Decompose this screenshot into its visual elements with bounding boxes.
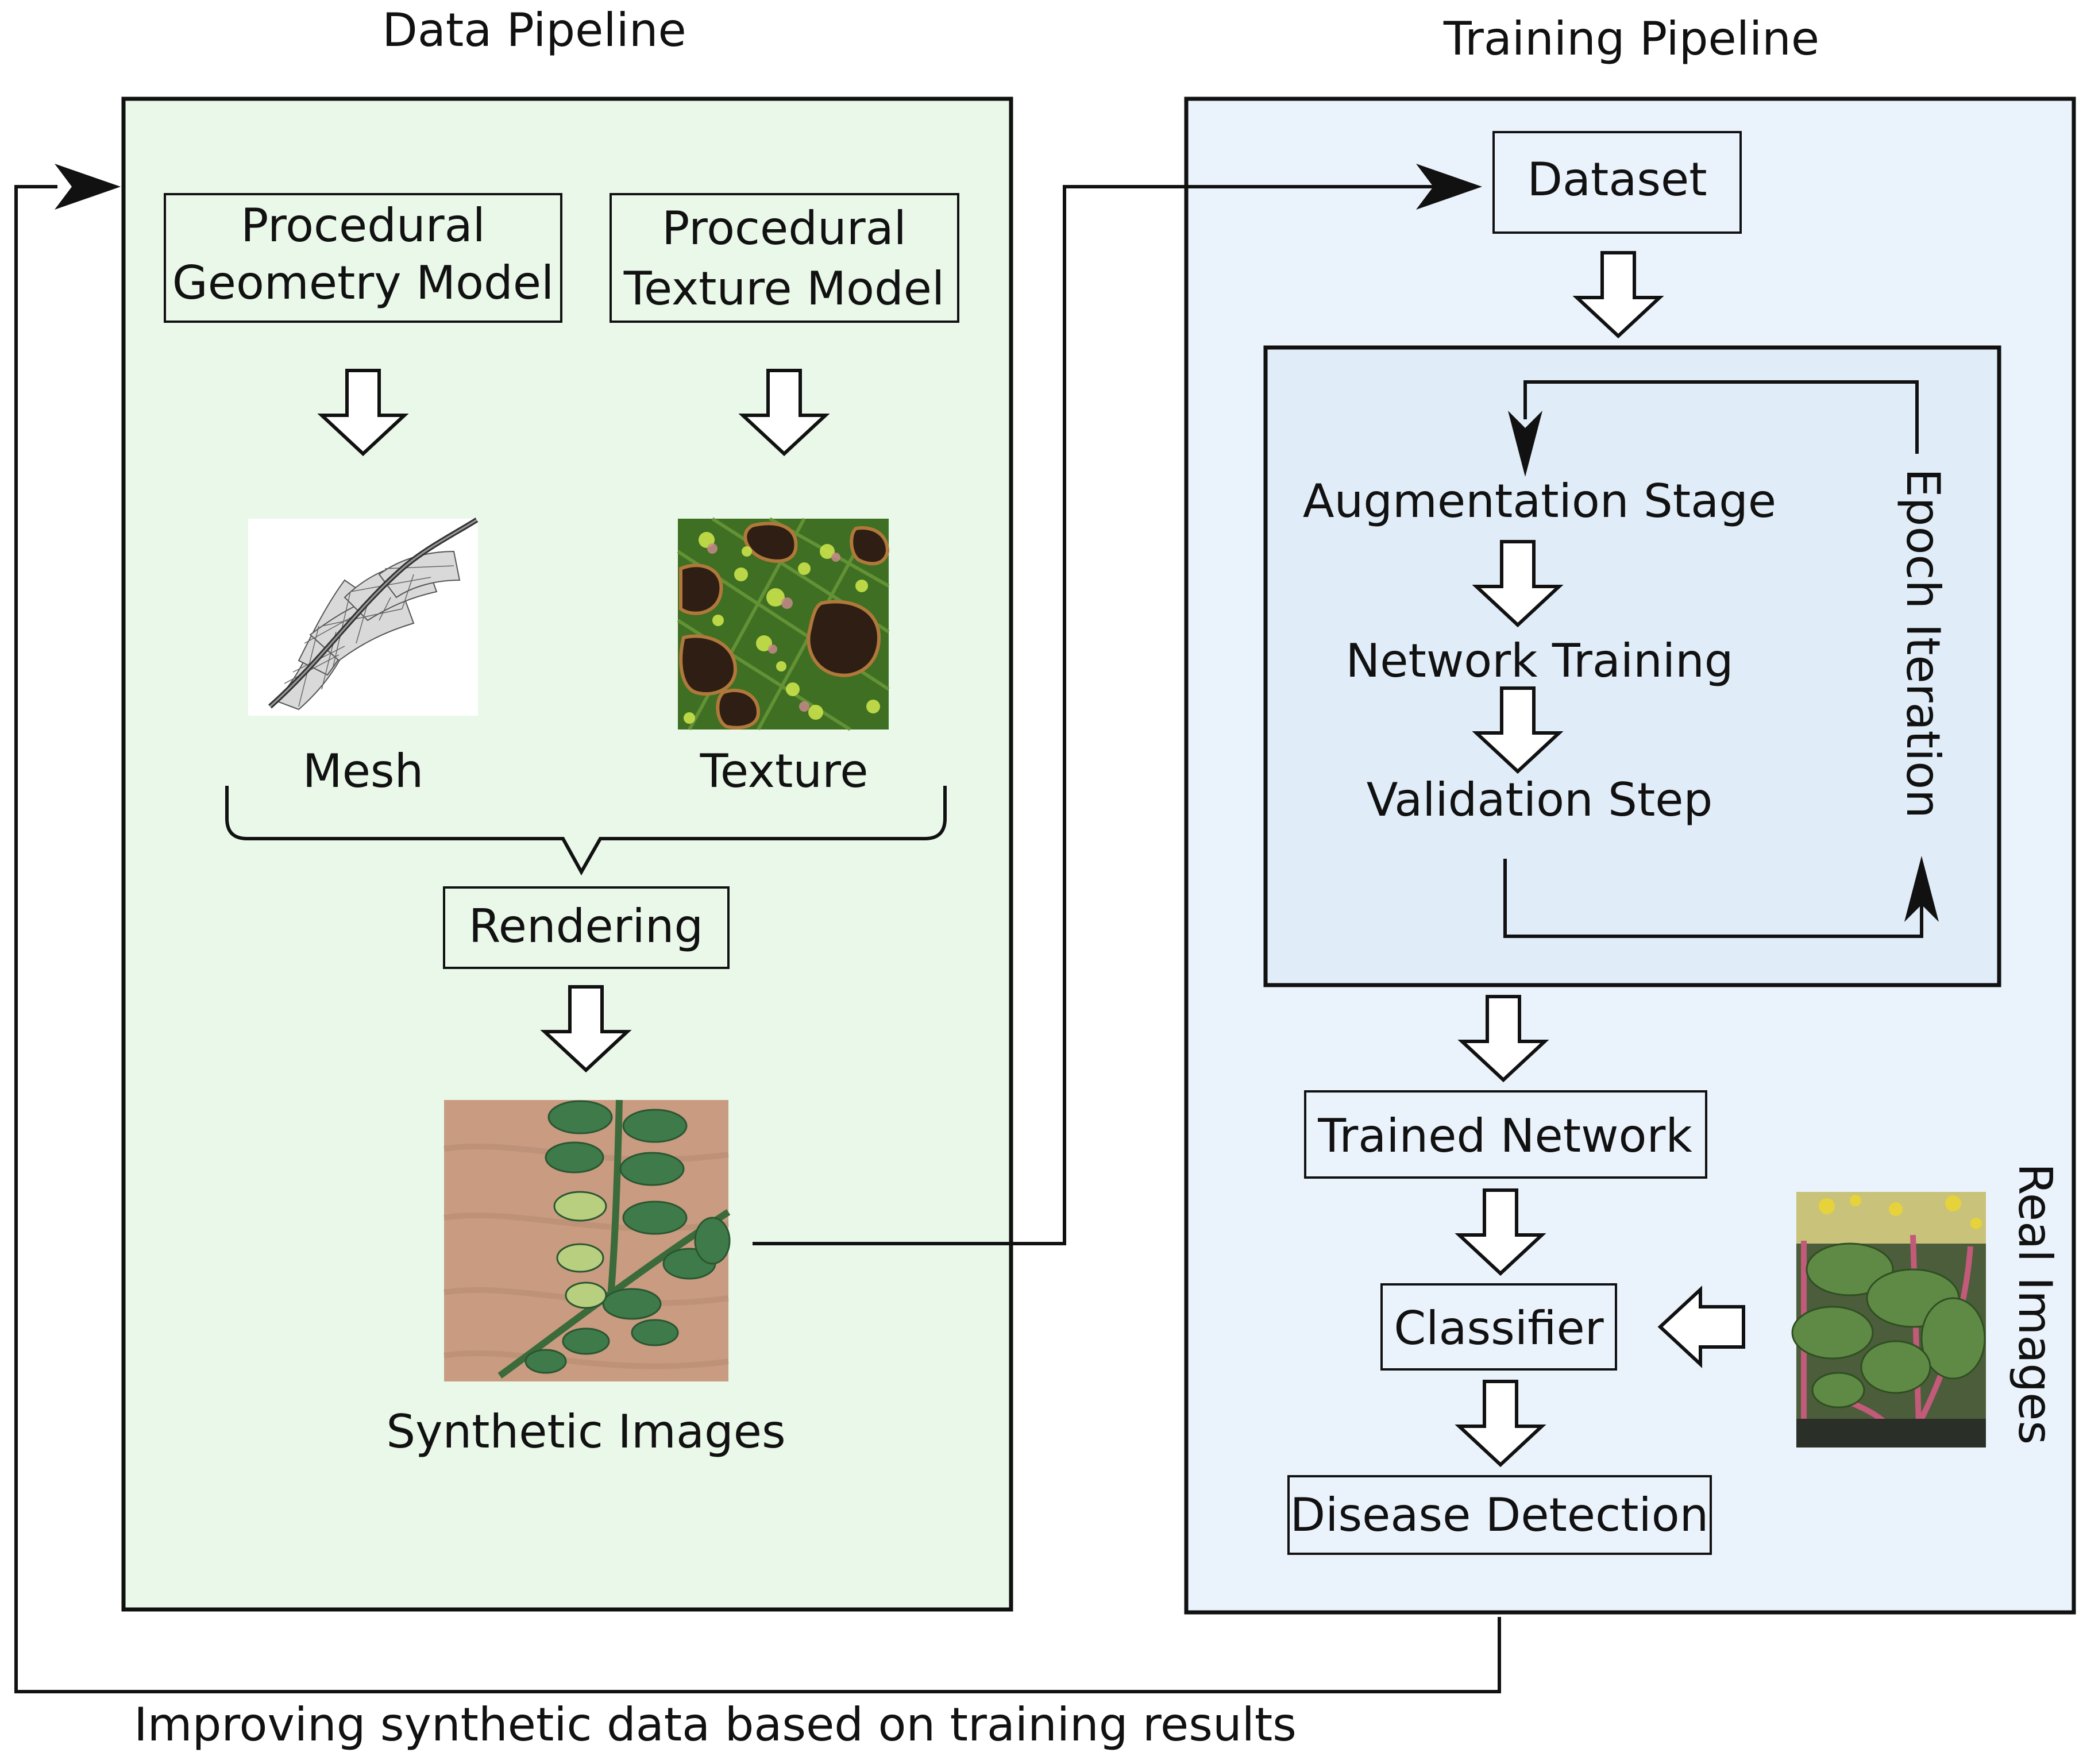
- disease-detection-label: Disease Detection: [1290, 1488, 1709, 1542]
- real-image: [1791, 1192, 1986, 1448]
- procedural-texture-model-line2: Texture Model: [623, 262, 944, 315]
- synthetic-image: [443, 1099, 731, 1381]
- data-pipeline-title: Data Pipeline: [382, 3, 686, 57]
- disease-detection-box: Disease Detection: [1287, 1475, 1712, 1555]
- mesh-image: [248, 518, 479, 716]
- classifier-box: Classifier: [1380, 1283, 1617, 1371]
- synthetic-images-label: Synthetic Images: [386, 1405, 785, 1458]
- trained-network-box: Trained Network: [1304, 1090, 1707, 1179]
- procedural-geometry-model-line1: Procedural: [241, 199, 485, 252]
- epoch-iteration-panel: [1263, 345, 2001, 987]
- rendering-label: Rendering: [469, 900, 704, 953]
- data-pipeline-panel: [121, 97, 1013, 1612]
- feedback-loop-connector: [14, 185, 1501, 1693]
- real-images-label: Real Images: [2008, 1163, 2062, 1445]
- texture-image: [677, 517, 890, 731]
- epoch-iteration-label: Epoch Iteration: [1896, 468, 1950, 819]
- procedural-geometry-model-box: Procedural Geometry Model: [164, 193, 562, 323]
- training-pipeline-title: Training Pipeline: [1443, 12, 1819, 65]
- texture-label: Texture: [700, 744, 869, 798]
- rendering-box: Rendering: [443, 886, 730, 969]
- procedural-texture-model-line1: Procedural: [662, 202, 907, 255]
- epoch-loop-top-connector: [1523, 380, 1919, 454]
- classifier-label: Classifier: [1394, 1302, 1603, 1355]
- combine-brace: [225, 786, 947, 876]
- epoch-loop-bottom-connector: [1503, 859, 1923, 938]
- validation-step-label: Validation Step: [1367, 773, 1713, 827]
- mesh-label: Mesh: [303, 744, 424, 798]
- procedural-geometry-model-line2: Geometry Model: [172, 256, 554, 310]
- trained-network-label: Trained Network: [1317, 1109, 1692, 1163]
- feedback-loop-arrowhead: [55, 164, 121, 210]
- dataset-label: Dataset: [1527, 153, 1707, 206]
- images-to-dataset-connector: [753, 185, 1436, 1245]
- feedback-loop-label: Improving synthetic data based on traini…: [134, 1698, 1297, 1751]
- dataset-box: Dataset: [1492, 131, 1742, 234]
- network-training-label: Network Training: [1345, 634, 1733, 688]
- augmentation-stage-label: Augmentation Stage: [1303, 474, 1776, 528]
- procedural-texture-model-box: Procedural Texture Model: [610, 193, 959, 323]
